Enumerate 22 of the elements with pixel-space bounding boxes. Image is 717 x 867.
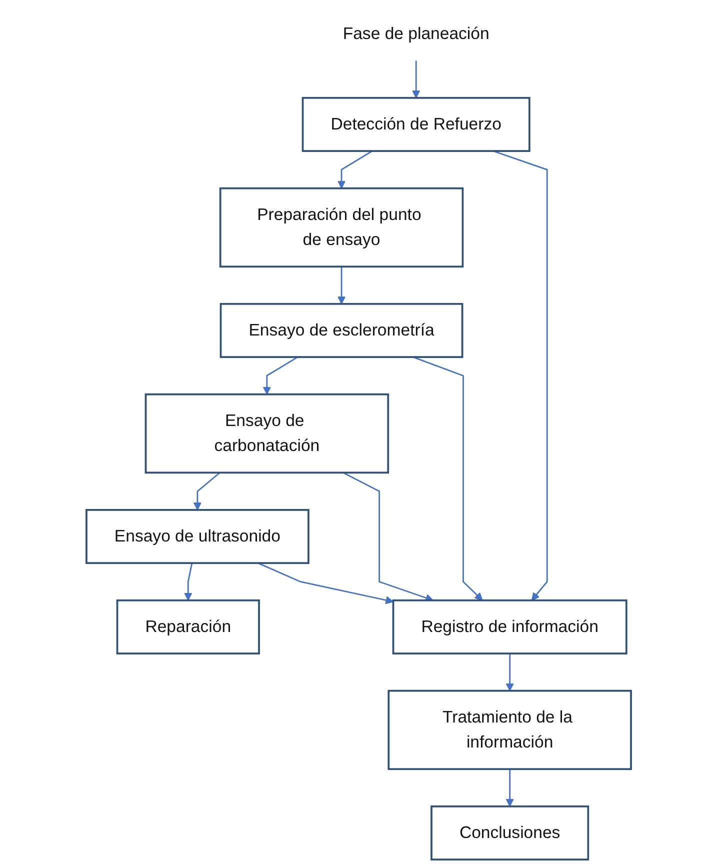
arrow [412, 356, 483, 601]
arrow [337, 266, 346, 304]
node-box: Tratamiento de la información [387, 690, 632, 770]
arrow [258, 562, 394, 604]
node-box: Detección de Refuerzo [302, 96, 530, 152]
arrow [505, 769, 514, 807]
arrow [412, 60, 420, 98]
arrow [193, 472, 220, 510]
node-box: Conclusiones [430, 805, 589, 860]
node-text: Fase de planeación [342, 24, 490, 43]
node-box: Ensayo de esclerometría [220, 302, 463, 358]
arrow [342, 472, 434, 602]
arrow [492, 150, 548, 601]
node-box: Ensayo de ultrasonido [85, 509, 310, 564]
node-box: Registro de información [392, 599, 628, 654]
arrow [184, 562, 192, 601]
node-box: Preparación del punto de ensayo [219, 187, 464, 268]
arrow [262, 356, 298, 395]
node-box: Ensayo de carbonatación [144, 393, 389, 474]
arrow [337, 150, 372, 189]
arrow [505, 654, 514, 692]
node-box: Reparación [116, 599, 260, 654]
